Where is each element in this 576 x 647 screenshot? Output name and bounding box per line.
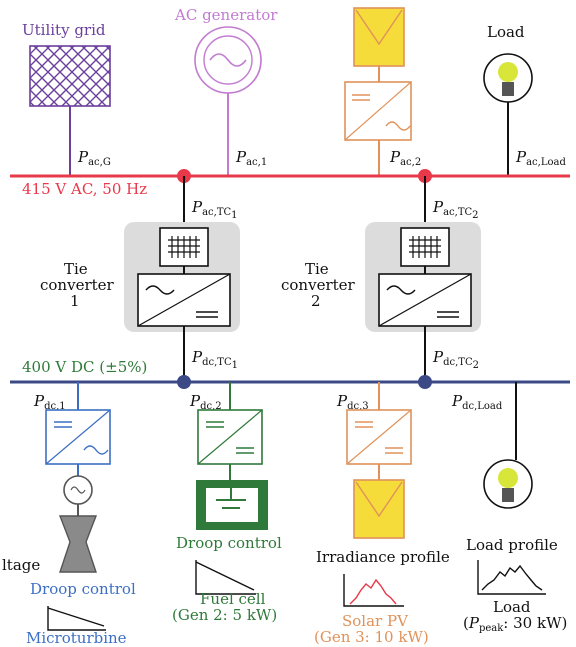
droop-curve-2 bbox=[195, 560, 256, 595]
solar-pv-gen-label: (Gen 3: 10 kW) bbox=[314, 628, 429, 646]
droop-curve-1 bbox=[47, 606, 106, 631]
lightbulb-base bbox=[502, 82, 514, 96]
tc2-label-line3: 2 bbox=[311, 292, 321, 310]
solar-pv-label: Solar PV bbox=[342, 612, 409, 630]
tc2-label-line1: Tie bbox=[305, 260, 329, 278]
utility-grid-icon bbox=[29, 45, 111, 107]
ac-dc-converter-2-diagonal bbox=[378, 273, 472, 327]
lightbulb-bottom-glow bbox=[498, 468, 518, 488]
p-dc-tc1-label: Pdc,TC1 bbox=[191, 348, 238, 371]
ac-symbol-tc2 bbox=[386, 285, 416, 295]
p-ac-2-label: Pac,2 bbox=[389, 148, 421, 168]
load-profile-label: Load profile bbox=[466, 536, 558, 554]
load-label: Load bbox=[493, 598, 531, 616]
dc-dc-converter-fuel-cell-diagonal bbox=[197, 409, 263, 465]
mt-generator-sine bbox=[70, 486, 86, 494]
p-ac-load-label: Pac,Load bbox=[515, 148, 566, 168]
p-dc-3-label: Pdc,3 bbox=[336, 392, 369, 412]
transformer-coils-1 bbox=[168, 236, 200, 258]
dc-node-tc2 bbox=[418, 375, 432, 389]
ac-symbol-tc1 bbox=[145, 285, 175, 295]
tc2-label-line2: converter bbox=[281, 276, 356, 294]
p-dc-load-label: Pdc,Load bbox=[451, 392, 503, 412]
fuel-cell-gen-label: (Gen 2: 5 kW) bbox=[172, 606, 277, 624]
ac-generator-inner-ring bbox=[203, 35, 253, 85]
dc-dc-converter-solar-diagonal bbox=[346, 409, 412, 465]
solar-panel-icon bbox=[353, 7, 405, 67]
p-ac-tc1-label: Pac,TC1 bbox=[191, 198, 238, 221]
irradiance-profile-label: Irradiance profile bbox=[316, 548, 450, 566]
transformer-coils-2 bbox=[409, 236, 441, 258]
load-peak-label: (Ppeak: 30 kW) bbox=[463, 614, 567, 634]
p-ac-g-label: Pac,G bbox=[77, 148, 111, 168]
lightbulb-bottom-base bbox=[502, 488, 514, 502]
p-dc-tc2-label: Pdc,TC2 bbox=[432, 348, 479, 371]
p-dc-1-label: Pdc,1 bbox=[33, 392, 66, 412]
ac-bus-label: 415 V AC, 50 Hz bbox=[22, 180, 147, 198]
ac-symbol-mt bbox=[83, 445, 109, 455]
load-profile-curve bbox=[481, 564, 543, 591]
tc1-label-line1: Tie bbox=[64, 260, 88, 278]
ac-symbol bbox=[385, 121, 411, 131]
ac-generator-label: AC generator bbox=[174, 6, 278, 24]
utility-grid-label: Utility grid bbox=[22, 21, 106, 39]
load-profile-axes bbox=[477, 560, 546, 595]
microturbine-label: Microturbine bbox=[26, 629, 127, 647]
p-ac-tc2-label: Pac,TC2 bbox=[432, 198, 479, 221]
solar-panel-bottom-icon bbox=[353, 479, 405, 539]
fuel-cell-label: Fuel cell bbox=[200, 590, 266, 608]
dc-ac-converter-microturbine-diagonal bbox=[45, 409, 111, 465]
tc1-label-line3: 1 bbox=[70, 292, 80, 310]
solar-panel-bottom-chevron bbox=[355, 481, 403, 518]
inverter-diagonal bbox=[344, 81, 412, 141]
left-cut-label: ltage bbox=[2, 556, 40, 574]
load-top-label: Load bbox=[487, 23, 525, 41]
dc-node-tc1 bbox=[177, 375, 191, 389]
p-ac-1-label: Pac,1 bbox=[235, 148, 267, 168]
p-dc-2-label: Pdc,2 bbox=[189, 392, 222, 412]
tc1-label-line2: converter bbox=[40, 276, 115, 294]
ac-dc-converter-1-diagonal bbox=[137, 273, 231, 327]
sine-wave-icon bbox=[209, 53, 247, 67]
solar-panel-chevron bbox=[355, 9, 403, 46]
microturbine-icon bbox=[58, 515, 98, 573]
droop-control-2-label: Droop control bbox=[176, 534, 282, 552]
irradiance-axes bbox=[343, 574, 404, 607]
droop-control-1-label: Droop control bbox=[30, 580, 136, 598]
lightbulb-glow bbox=[498, 62, 518, 82]
dc-bus-label: 400 V DC (±5%) bbox=[22, 358, 147, 376]
irradiance-curve bbox=[349, 578, 397, 605]
